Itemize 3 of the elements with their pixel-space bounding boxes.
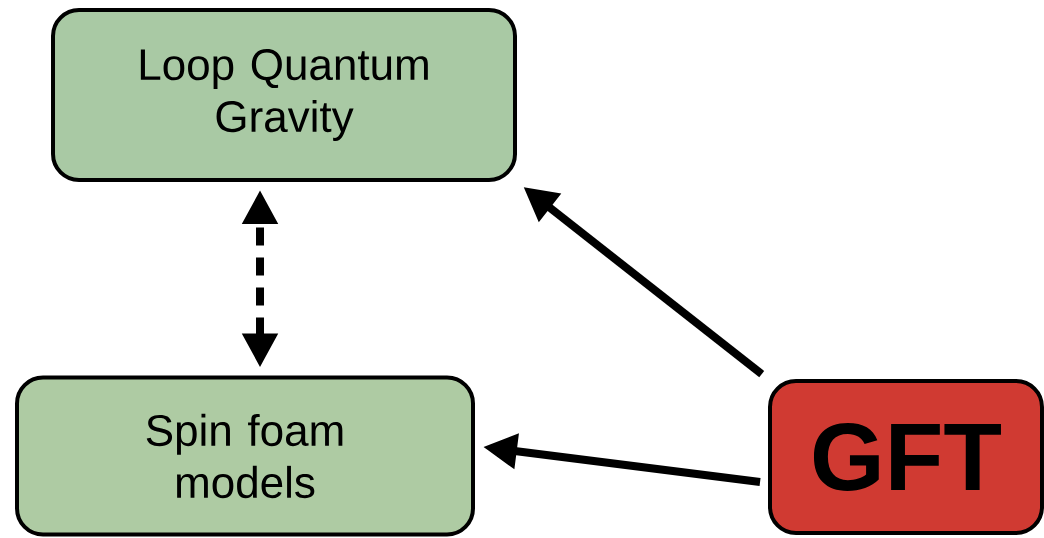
process-box: GFT: [768, 379, 1044, 535]
process-box: Spin foam models: [15, 375, 475, 537]
process-box: Loop Quantum Gravity: [51, 8, 517, 182]
